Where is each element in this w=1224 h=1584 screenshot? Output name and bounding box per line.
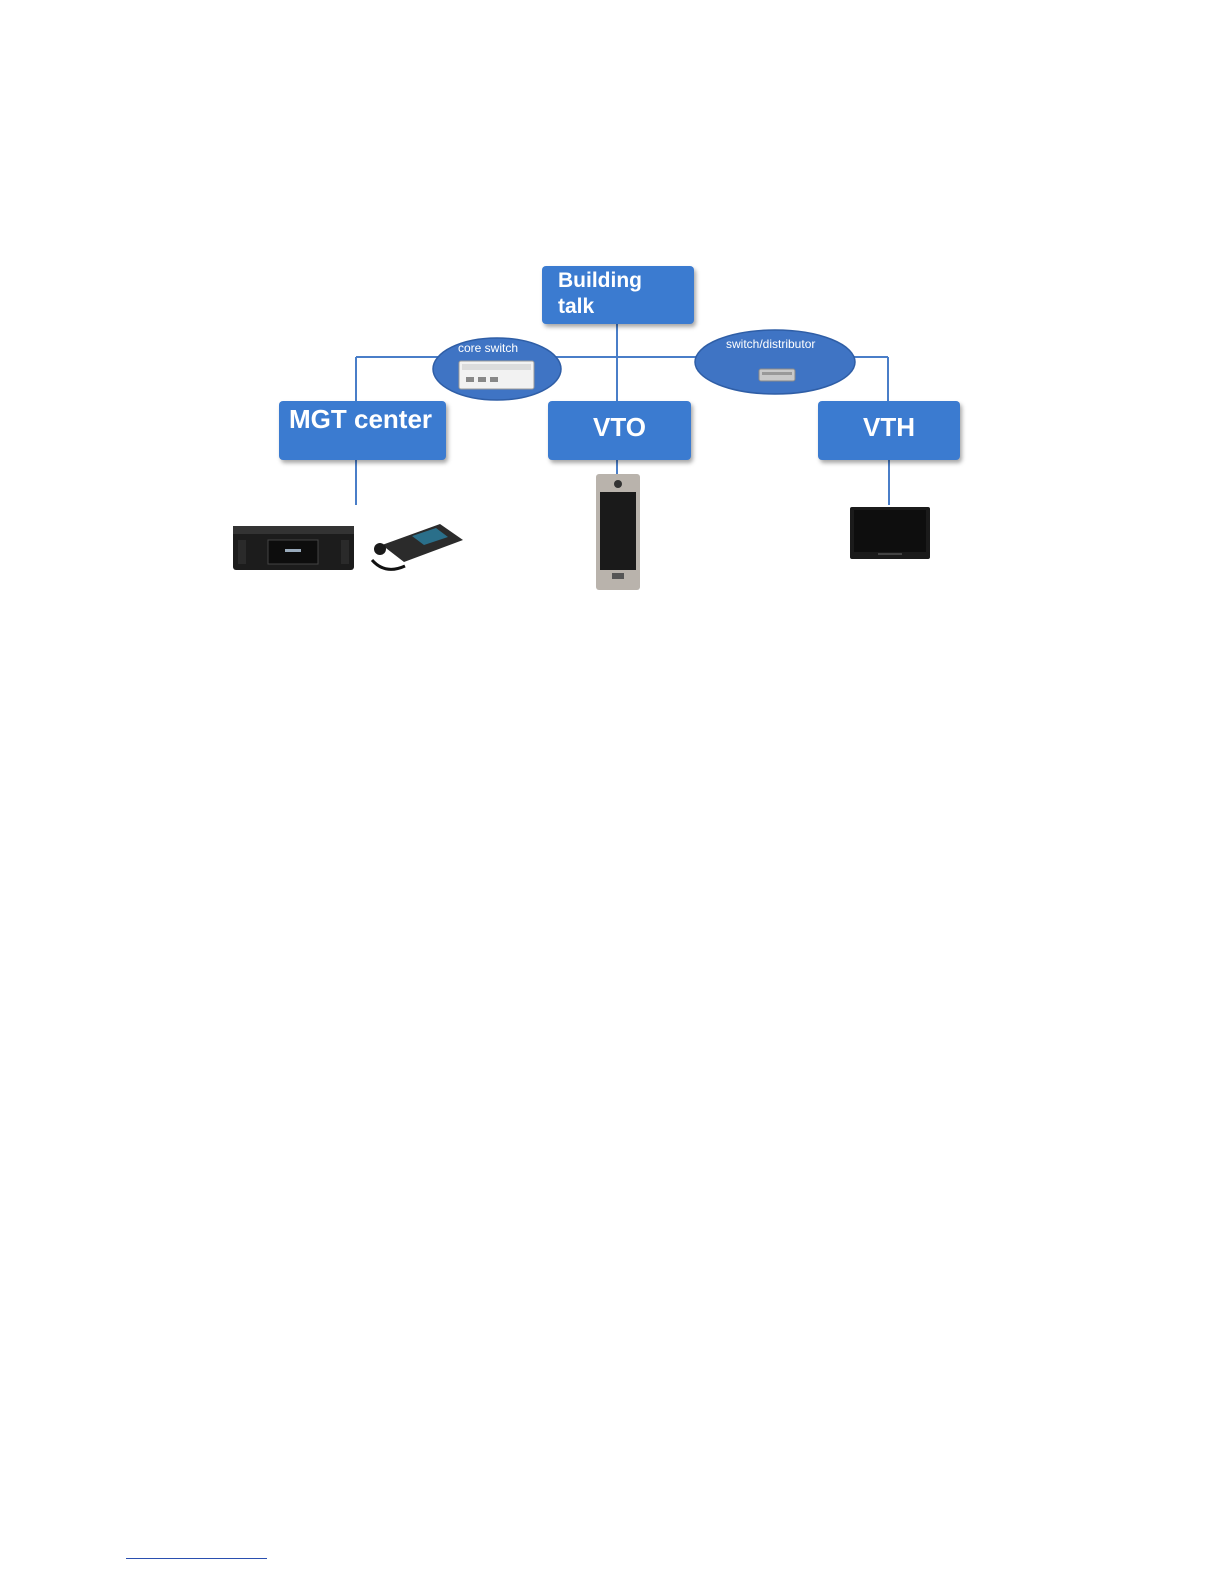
switch-device-icon xyxy=(459,361,534,389)
vth-label: VTH xyxy=(818,401,960,453)
mgt-center-node: MGT center xyxy=(279,401,446,460)
vth-node: VTH xyxy=(818,401,960,460)
door-station-icon xyxy=(596,474,640,590)
distributor-device-icon xyxy=(759,369,795,381)
building-talk-node: Building talk xyxy=(542,266,694,324)
building-talk-line2: talk xyxy=(558,294,694,320)
switch-distributor-label: switch/distributor xyxy=(726,337,815,351)
mgt-center-label: MGT center xyxy=(289,404,446,435)
footer-link-rule[interactable] xyxy=(126,1558,267,1559)
vto-label: VTO xyxy=(548,401,691,453)
control-keyboard-icon xyxy=(372,524,463,569)
core-switch-label: core switch xyxy=(458,341,518,355)
vto-node: VTO xyxy=(548,401,691,460)
server-icon xyxy=(233,526,354,570)
indoor-monitor-icon xyxy=(850,507,930,559)
building-talk-line1: Building xyxy=(558,268,694,294)
